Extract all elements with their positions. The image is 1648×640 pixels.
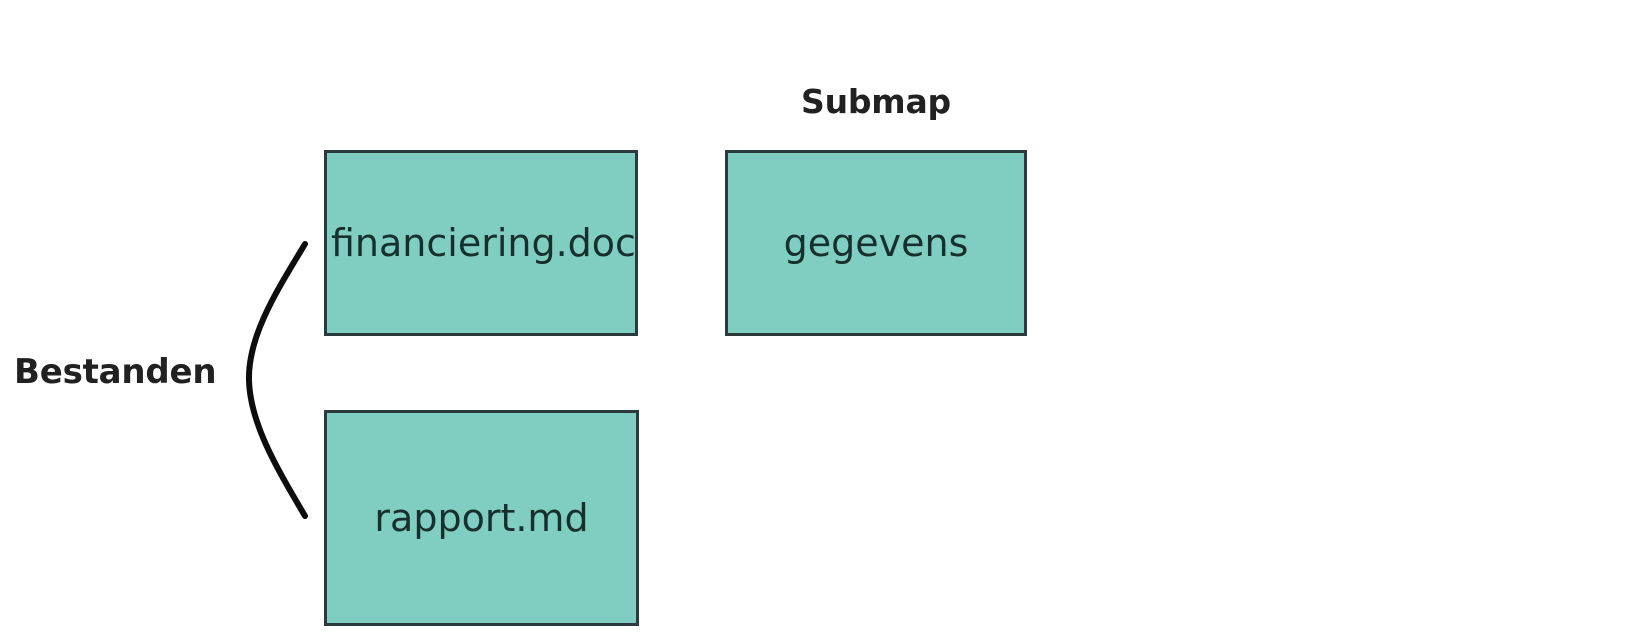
- group-label-bestanden: Bestanden: [14, 352, 217, 392]
- curly-brace-connector: [238, 240, 318, 520]
- node-label-financiering-doc: financiering.doc: [331, 221, 636, 265]
- group-label-submap: Submap: [801, 82, 951, 121]
- node-rapport-md[interactable]: rapport.md: [324, 410, 639, 626]
- node-gegevens[interactable]: gegevens: [725, 150, 1027, 336]
- node-label-rapport-md: rapport.md: [374, 496, 589, 540]
- node-financiering-doc[interactable]: financiering.doc: [324, 150, 638, 336]
- node-label-gegevens: gegevens: [783, 221, 969, 265]
